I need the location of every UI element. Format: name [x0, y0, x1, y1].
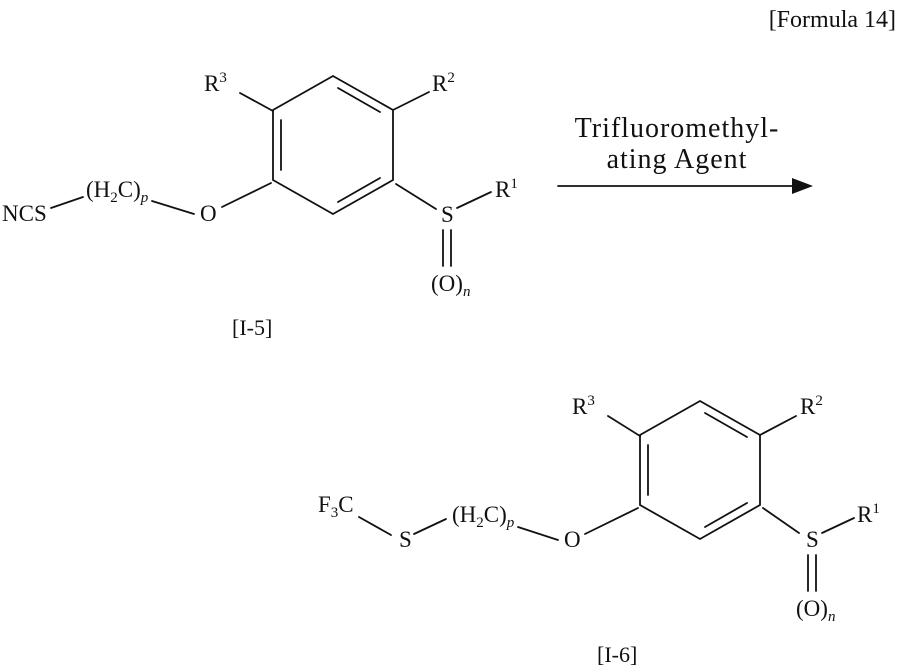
- sulfur-label: S: [806, 527, 819, 552]
- r1-label: R1: [857, 501, 880, 527]
- formula-number-label: [Formula 14]: [769, 7, 896, 33]
- bond-ring-r2: [392, 91, 430, 111]
- bond-chain-o: [517, 526, 559, 541]
- bond-ring-s: [762, 507, 800, 534]
- benzene-ring: [272, 74, 394, 216]
- oxide-label: (O)n: [796, 596, 835, 625]
- bond-chain-o: [151, 200, 195, 215]
- reagent-label-line2: ating Agent: [607, 144, 748, 175]
- reaction-arrow: Trifluoromethyl- ating Agent: [557, 113, 813, 194]
- bond-s-r1: [456, 191, 492, 209]
- compound-id-label: [I-6]: [597, 642, 637, 667]
- double-bond-inner: [337, 177, 381, 203]
- compound-i5: R3 R2 NCS (H2C)p O S R1 (O)n [I-5]: [2, 70, 518, 340]
- r3-label: R3: [572, 393, 595, 419]
- oxide-label: (O)n: [431, 271, 470, 300]
- bond-o-ring: [584, 507, 639, 535]
- r2-label: R2: [432, 70, 455, 96]
- alkylene-chain-label: (H2C)p: [86, 177, 149, 206]
- r1-label: R1: [495, 176, 518, 202]
- compound-id-label: [I-5]: [232, 315, 272, 340]
- arrow-head-icon: [792, 178, 813, 194]
- bond-s-r1: [821, 517, 855, 534]
- ether-oxygen-label: O: [200, 201, 217, 226]
- thioether-sulfur-label: S: [399, 527, 412, 552]
- bond-s-chain: [413, 518, 447, 535]
- ether-oxygen-label: O: [564, 527, 581, 552]
- ncs-group-label: NCS: [2, 201, 47, 226]
- bond-ring-r2: [759, 415, 797, 436]
- bond-ring-s: [395, 183, 437, 210]
- bond-f3c-s: [358, 516, 392, 536]
- sulfur-label: S: [441, 202, 454, 227]
- bond-r3-ring: [607, 415, 641, 437]
- r2-label: R2: [800, 393, 823, 419]
- alkylene-chain-label: (H2C)p: [452, 502, 515, 531]
- bond-ncs-chain: [50, 196, 84, 209]
- benzene-ring: [639, 399, 761, 541]
- bond-r3-ring: [239, 92, 274, 112]
- compound-i6: R3 R2 F3C S (H2C)p O S R1 (O)n [I-6]: [318, 393, 880, 667]
- trifluoromethyl-group-label: F3C: [318, 492, 354, 521]
- bond-o-ring: [221, 182, 272, 208]
- r3-label: R3: [204, 70, 227, 96]
- reagent-label-line1: Trifluoromethyl-: [575, 113, 780, 144]
- double-bond-inner: [704, 412, 748, 438]
- double-bond-inner: [337, 87, 381, 113]
- double-bond-inner: [704, 502, 748, 528]
